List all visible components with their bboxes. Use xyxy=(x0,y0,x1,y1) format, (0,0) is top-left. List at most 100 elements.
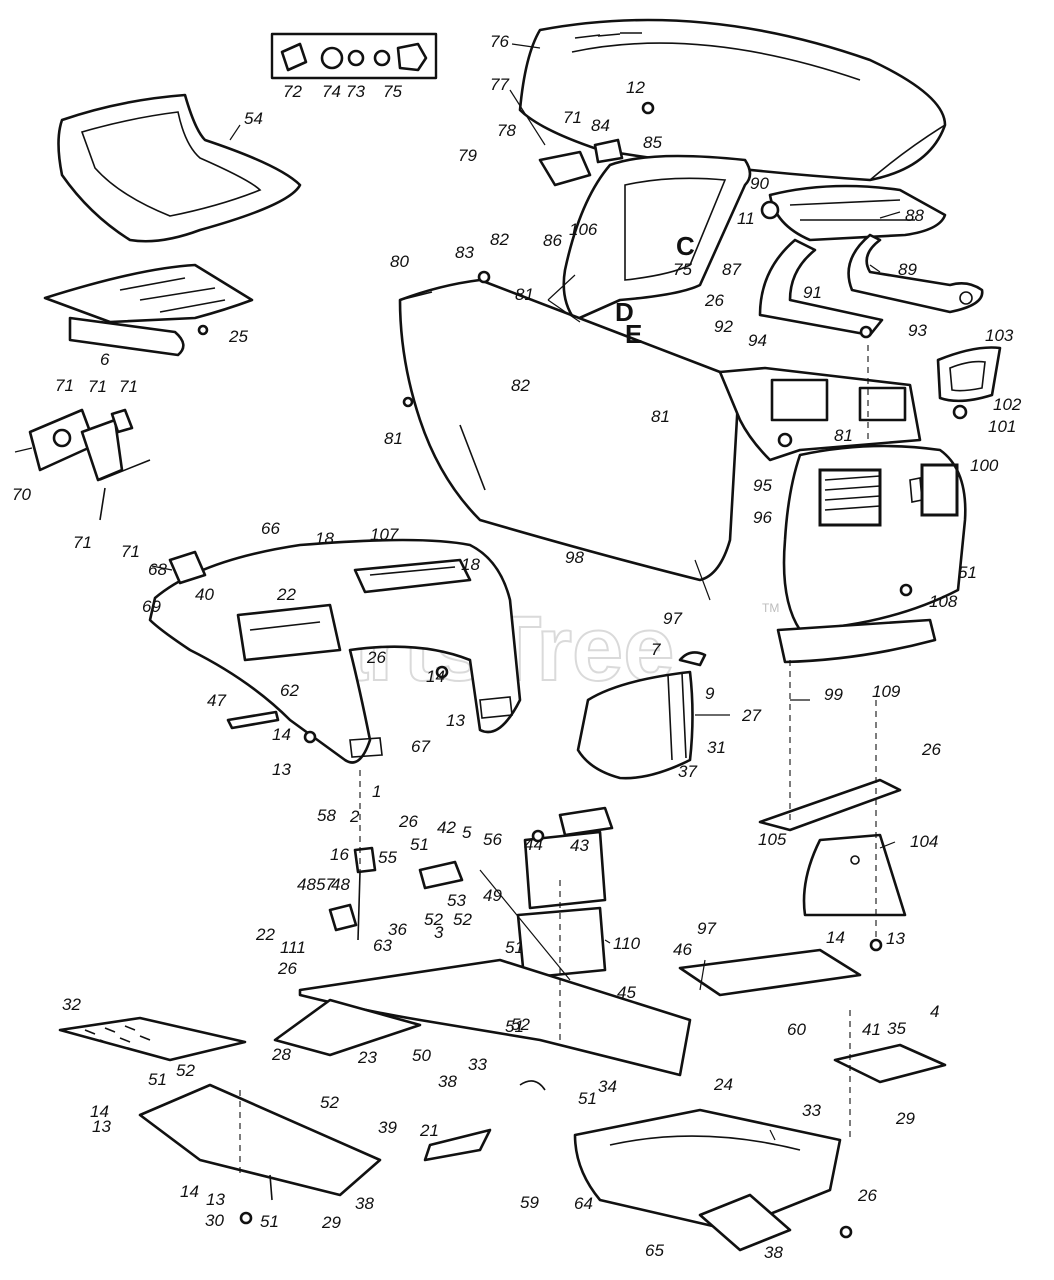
callout-51: 51 xyxy=(958,563,977,582)
lower-left-pan xyxy=(138,1083,492,1201)
callout-48: 48 xyxy=(297,875,316,894)
callout-71: 71 xyxy=(121,542,140,561)
front-panel xyxy=(398,278,740,582)
callout-26: 26 xyxy=(704,291,724,310)
leader-lines xyxy=(229,43,901,1141)
callout-12: 12 xyxy=(626,78,645,97)
callout-3: 3 xyxy=(434,923,444,942)
section-letter-c: C xyxy=(676,231,695,261)
seat xyxy=(57,93,302,243)
callout-67: 67 xyxy=(411,737,430,756)
dash-tower xyxy=(538,138,752,322)
callout-103: 103 xyxy=(985,326,1014,345)
callout-1: 1 xyxy=(372,782,381,801)
callout-52: 52 xyxy=(176,1061,195,1080)
callout-89: 89 xyxy=(898,260,917,279)
callout-82: 82 xyxy=(490,230,509,249)
callout-63: 63 xyxy=(373,936,392,955)
callout-11: 11 xyxy=(737,209,755,228)
section-letter-d: D xyxy=(615,297,634,327)
callout-43: 43 xyxy=(570,836,589,855)
callout-60: 60 xyxy=(787,1020,806,1039)
alignment-lines xyxy=(239,345,877,1175)
callout-18: 18 xyxy=(461,555,480,574)
callout-55: 55 xyxy=(378,848,397,867)
callout-24: 24 xyxy=(713,1075,733,1094)
callout-70: 70 xyxy=(12,485,31,504)
callout-71: 71 xyxy=(563,108,582,127)
hitch-plate xyxy=(833,1043,947,1084)
callout-27: 27 xyxy=(741,706,761,725)
callout-52: 52 xyxy=(453,910,472,929)
callout-14: 14 xyxy=(90,1102,109,1121)
callout-42: 42 xyxy=(437,818,456,837)
seat-switch-assembly xyxy=(14,408,151,521)
callout-34: 34 xyxy=(598,1077,617,1096)
callout-44: 44 xyxy=(524,835,543,854)
callout-74: 74 xyxy=(322,82,341,101)
callout-58: 58 xyxy=(317,806,336,825)
axle-support xyxy=(758,778,907,917)
fuel-tank xyxy=(576,651,707,780)
callout-37: 37 xyxy=(678,762,697,781)
callout-98: 98 xyxy=(565,548,584,567)
callout-26: 26 xyxy=(277,959,297,978)
callout-57: 57 xyxy=(316,875,335,894)
callout-52: 52 xyxy=(320,1093,339,1112)
callout-14: 14 xyxy=(426,667,445,686)
callout-26: 26 xyxy=(921,740,941,759)
callout-51: 51 xyxy=(505,938,524,957)
callout-31: 31 xyxy=(707,738,726,757)
callout-5: 5 xyxy=(462,823,472,842)
callout-95: 95 xyxy=(753,476,772,495)
callout-88: 88 xyxy=(905,206,924,225)
callout-21: 21 xyxy=(419,1121,439,1140)
callout-68: 68 xyxy=(148,560,167,579)
callout-13: 13 xyxy=(272,760,291,779)
callout-26: 26 xyxy=(857,1186,877,1205)
callout-14: 14 xyxy=(826,928,845,947)
callout-22: 22 xyxy=(276,585,296,604)
callout-99: 99 xyxy=(824,685,843,704)
callout-33: 33 xyxy=(802,1101,821,1120)
callout-81: 81 xyxy=(515,285,534,304)
callout-78: 78 xyxy=(497,121,516,140)
callout-97: 97 xyxy=(697,919,716,938)
callout-81: 81 xyxy=(834,426,853,445)
callout-66: 66 xyxy=(261,519,280,538)
callout-104: 104 xyxy=(910,832,938,851)
hood xyxy=(518,18,947,182)
fender-switch xyxy=(151,550,207,585)
callout-30: 30 xyxy=(205,1211,224,1230)
battery xyxy=(523,806,614,910)
callout-108: 108 xyxy=(929,592,958,611)
callout-105: 105 xyxy=(758,830,787,849)
handle xyxy=(226,710,280,730)
callout-111: 111 xyxy=(280,938,306,957)
callout-14: 14 xyxy=(272,725,291,744)
seat-bracket xyxy=(43,263,254,357)
main-frame xyxy=(273,958,692,1091)
callout-75: 75 xyxy=(383,82,402,101)
callout-32: 32 xyxy=(62,995,81,1014)
hardware-bolts xyxy=(197,101,913,1239)
callout-51: 51 xyxy=(505,1017,524,1036)
callout-46: 46 xyxy=(673,940,692,959)
front-frame-rails xyxy=(758,233,984,337)
callout-41: 41 xyxy=(862,1020,881,1039)
callout-6: 6 xyxy=(100,350,110,369)
callout-7: 7 xyxy=(651,640,661,659)
callout-94: 94 xyxy=(748,331,767,350)
rear-frame xyxy=(573,1108,842,1252)
callout-38: 38 xyxy=(438,1072,457,1091)
watermark-tm: TM xyxy=(762,601,779,615)
callout-50: 50 xyxy=(412,1046,431,1065)
headlight xyxy=(936,346,1002,420)
callout-36: 36 xyxy=(388,920,407,939)
callout-79: 79 xyxy=(458,146,477,165)
callout-51: 51 xyxy=(410,835,429,854)
callout-53: 53 xyxy=(447,891,466,910)
callout-52: 52 xyxy=(424,910,443,929)
callout-18: 18 xyxy=(315,529,334,548)
